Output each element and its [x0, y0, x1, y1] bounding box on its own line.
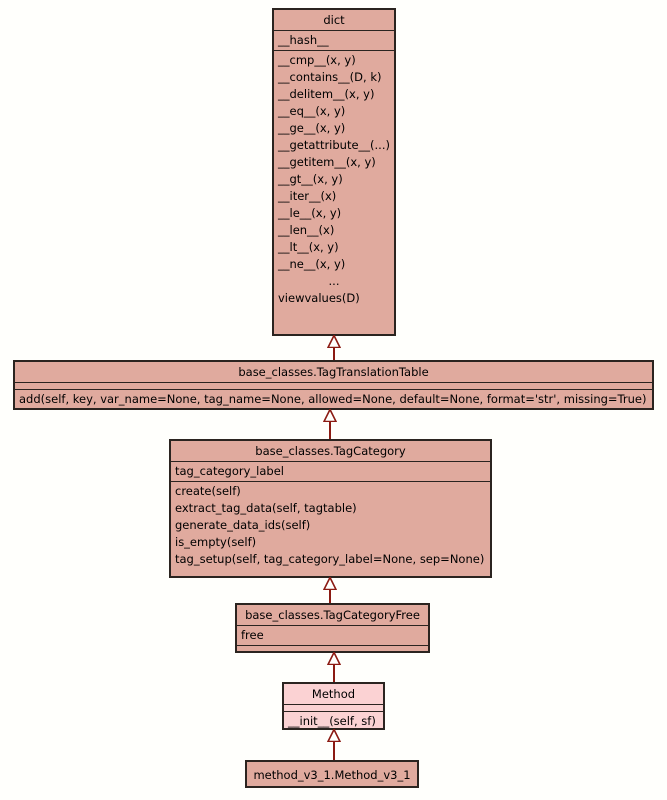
class-method: __delitem__(x, y) [278, 87, 375, 101]
class-method: __init__(self, sf) [288, 714, 376, 728]
inheritance-edge-tagcategory-tagtranslationtable [322, 409, 338, 441]
inheritance-arrow-icon [327, 729, 341, 742]
class-method: extract_tag_data(self, tagtable) [175, 501, 357, 515]
class-name-compartment: base_classes.TagCategoryFree [237, 605, 428, 626]
class-methods-compartment: __cmp__(x, y) __contains__(D, k) __delit… [274, 51, 394, 308]
class-method: __cmp__(x, y) [278, 53, 356, 67]
class-method-ellipsis: ... [328, 274, 340, 288]
class-method: __getattribute__(...) [278, 138, 390, 152]
class-method: __gt__(x, y) [278, 172, 343, 186]
inheritance-edge-methodv31-method [326, 729, 342, 761]
class-attribute: tag_category_label [175, 464, 284, 478]
inheritance-arrow-icon [327, 652, 341, 665]
class-name: Method [311, 687, 356, 701]
class-name: dict [323, 13, 345, 27]
inheritance-arrow-icon [327, 335, 341, 348]
class-name-compartment: dict [274, 10, 394, 31]
class-name: base_classes.TagTranslationTable [238, 365, 429, 379]
class-method: __eq__(x, y) [278, 104, 346, 118]
class-attributes-compartment: free [237, 626, 428, 646]
class-name: method_v3_1.Method_v3_1 [253, 768, 411, 782]
edge-line [329, 589, 331, 604]
class-attributes-compartment [15, 383, 652, 390]
class-methods-compartment: create(self) extract_tag_data(self, tagt… [171, 482, 490, 569]
class-method: __ne__(x, y) [278, 257, 346, 271]
class-method: viewvalues(D) [278, 291, 360, 305]
class-name: base_classes.TagCategoryFree [245, 608, 420, 622]
class-method: is_empty(self) [175, 535, 257, 549]
class-method: add(self, key, var_name=None, tag_name=N… [19, 392, 647, 406]
class-name-compartment: method_v3_1.Method_v3_1 [247, 762, 417, 788]
inheritance-edge-method-tagcategoryfree [326, 652, 342, 683]
class-method: __le__(x, y) [278, 206, 342, 220]
inheritance-arrow-icon [323, 409, 337, 422]
class-attribute: free [241, 628, 264, 642]
class-method: create(self) [175, 484, 241, 498]
edge-line [333, 664, 335, 683]
class-attribute: __hash__ [278, 33, 329, 47]
class-name-compartment: Method [284, 684, 383, 705]
class-method: __len__(x) [278, 223, 335, 237]
class-methods-compartment: add(self, key, var_name=None, tag_name=N… [15, 390, 652, 409]
class-method: __contains__(D, k) [278, 70, 382, 84]
class-attributes-compartment: __hash__ [274, 31, 394, 51]
inheritance-edge-tagcategoryfree-tagcategory [322, 577, 338, 604]
class-name-compartment: base_classes.TagTranslationTable [15, 362, 652, 383]
class-method: __lt__(x, y) [278, 240, 339, 254]
class-method: tag_setup(self, tag_category_label=None,… [175, 552, 485, 566]
class-methods-compartment: __init__(self, sf) [284, 712, 383, 731]
class-method: __ge__(x, y) [278, 121, 346, 135]
edge-line [329, 421, 331, 441]
class-method: __iter__(x) [278, 189, 337, 203]
class-name-compartment: base_classes.TagCategory [171, 441, 490, 462]
class-box-tagcategory[interactable]: base_classes.TagCategory tag_category_la… [169, 439, 492, 578]
edge-line [333, 347, 335, 362]
class-box-dict[interactable]: dict __hash__ __cmp__(x, y) __contains__… [272, 8, 396, 336]
class-name: base_classes.TagCategory [255, 444, 406, 458]
class-box-tagcategoryfree[interactable]: base_classes.TagCategoryFree free [235, 603, 430, 653]
class-box-methodv31[interactable]: method_v3_1.Method_v3_1 [245, 760, 419, 788]
class-attributes-compartment [284, 705, 383, 712]
edge-line [333, 741, 335, 761]
class-method: __getitem__(x, y) [278, 155, 376, 169]
inheritance-arrow-icon [323, 577, 337, 590]
class-method: generate_data_ids(self) [175, 518, 311, 532]
class-box-tagtranslationtable[interactable]: base_classes.TagTranslationTable add(sel… [13, 360, 654, 410]
class-box-method[interactable]: Method __init__(self, sf) [282, 682, 385, 731]
class-attributes-compartment: tag_category_label [171, 462, 490, 482]
inheritance-edge-tagtranslationtable-dict [326, 335, 342, 362]
